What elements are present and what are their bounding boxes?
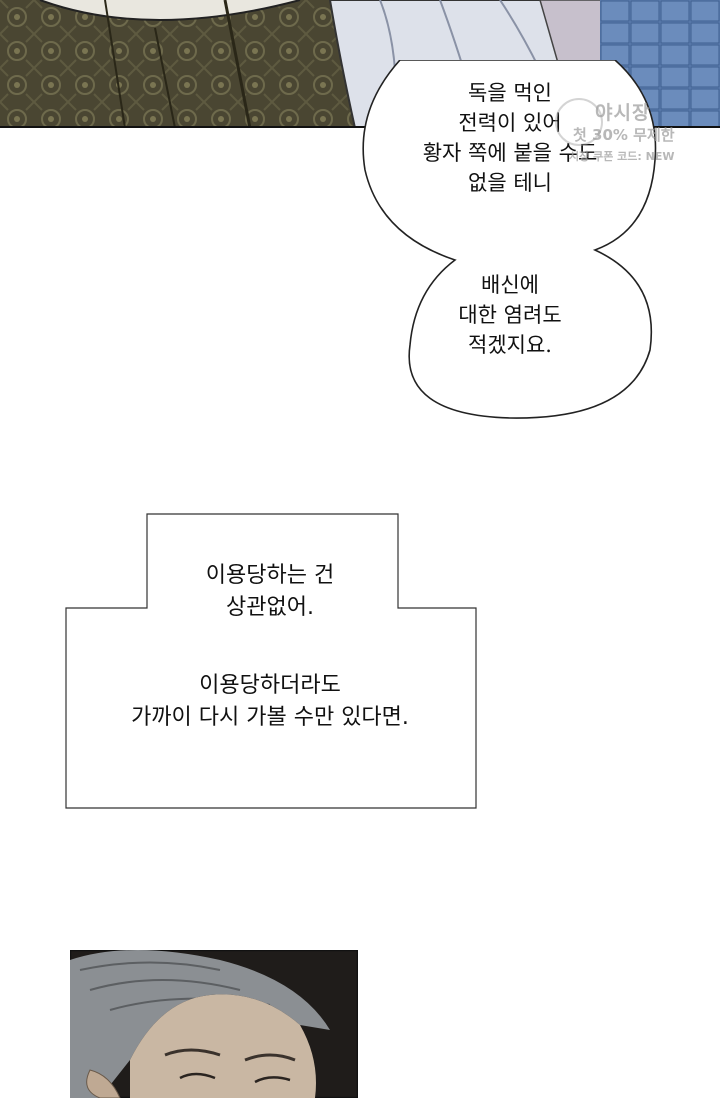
site-watermark: 야시장 첫 30% 무제한 시장 쿠폰 코드: NEW xyxy=(555,98,705,178)
narration-text-1: 이용당하는 건 상관없어. xyxy=(205,563,335,620)
speech-bubble: 독을 먹인 전력이 있어 황자 쪽에 붙을 수도 없을 테니 배신에 대한 염려… xyxy=(360,60,660,430)
watermark-brand: 야시장 xyxy=(595,102,651,124)
bottom-panel-illustration xyxy=(70,950,358,1098)
speech-bubble-outline xyxy=(362,60,657,419)
watermark-tagline: 시장 쿠폰 코드: NEW xyxy=(569,150,675,163)
watermark-logo-icon xyxy=(555,98,603,146)
watermark-promo: 첫 30% 무제한 xyxy=(573,126,675,144)
narration-text-2: 이용당하더라도 가까이 다시 가볼 수만 있다면. xyxy=(131,673,409,730)
speech-bubble-text-2: 배신에 대한 염려도 적겠지요. xyxy=(458,273,562,357)
speech-bubble-text-1: 독을 먹인 전력이 있어 황자 쪽에 붙을 수도 없을 테니 xyxy=(422,81,598,195)
bottom-comic-panel xyxy=(70,950,358,1098)
